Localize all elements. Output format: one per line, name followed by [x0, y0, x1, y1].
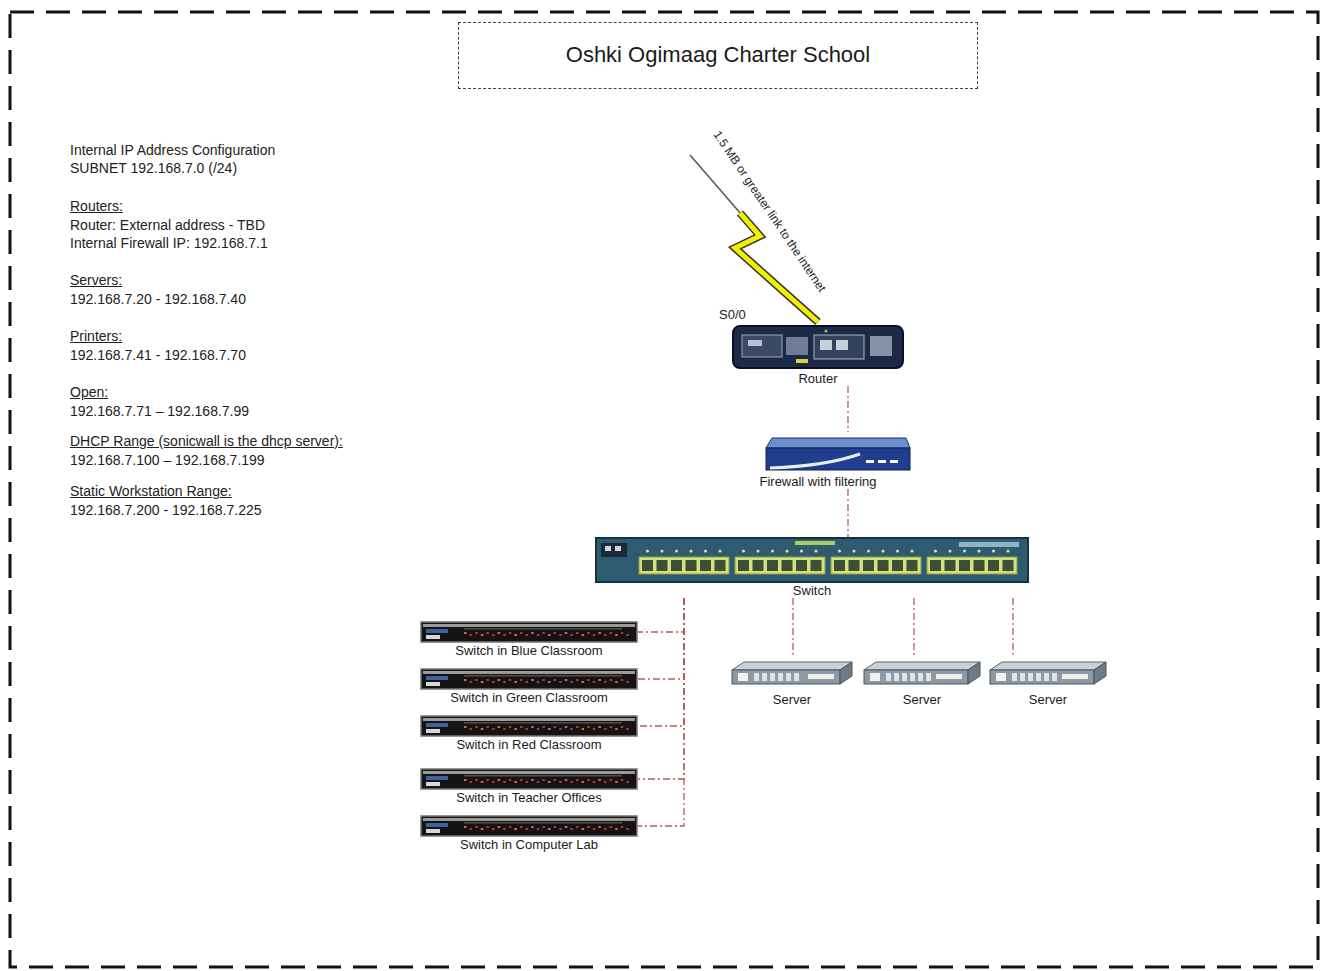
- address-note: Internal Firewall IP: 192.168.7.1: [70, 235, 268, 252]
- device-label-row: Switch in Red Classroom: [420, 737, 638, 752]
- network-link: [638, 598, 684, 726]
- network-link: [638, 598, 684, 632]
- device-label-row: Server: [860, 692, 984, 707]
- device-label-row: Switch in Computer Lab: [420, 837, 638, 852]
- small-icon: [420, 768, 638, 790]
- address-note: 192.168.7.100 – 192.168.7.199: [70, 452, 265, 469]
- router-icon: [730, 323, 906, 371]
- section-heading: Open:: [70, 384, 108, 401]
- address-note: 192.168.7.20 - 192.168.7.40: [70, 291, 246, 308]
- diagram-title: Oshki Ogimaag Charter School: [459, 23, 977, 87]
- device-label: Server: [901, 692, 943, 707]
- device-label-row: Switch: [595, 583, 1029, 598]
- small-icon: [420, 815, 638, 837]
- device-label-row: Firewall with filtering: [718, 474, 918, 489]
- network-link: [847, 489, 848, 537]
- address-note: SUBNET 192.168.7.0 (/24): [70, 160, 237, 177]
- section-heading: Static Workstation Range:: [70, 483, 232, 500]
- device-label-row: Switch in Teacher Offices: [420, 790, 638, 805]
- device-label-row: Router: [730, 371, 906, 386]
- network-link: [638, 598, 684, 826]
- device-label-row: Switch in Blue Classroom: [420, 643, 638, 658]
- device-label: Switch in Blue Classroom: [453, 643, 604, 658]
- sw-icon: [595, 537, 1029, 583]
- address-note: S0/0: [719, 307, 746, 323]
- server-icon: [860, 656, 984, 692]
- section-heading: Servers:: [70, 272, 122, 289]
- section-heading: Printers:: [70, 328, 122, 345]
- office-switch: Switch in Teacher Offices: [420, 768, 638, 805]
- classroom-switch: Switch in Red Classroom: [420, 715, 638, 752]
- classroom-switch: Switch in Blue Classroom: [420, 621, 638, 658]
- core-switch: Switch: [595, 537, 1029, 598]
- address-note: Internal IP Address Configuration: [70, 142, 275, 159]
- classroom-switch: Switch in Green Classroom: [420, 668, 638, 705]
- address-note: 192.168.7.71 – 192.168.7.99: [70, 403, 249, 420]
- device-label: Switch in Red Classroom: [454, 737, 603, 752]
- small-icon: [420, 715, 638, 737]
- server-device: Server: [860, 656, 984, 707]
- device-label: Server: [1027, 692, 1069, 707]
- server-icon: [986, 656, 1110, 692]
- network-link: [638, 598, 684, 779]
- device-label: Switch in Computer Lab: [458, 837, 600, 852]
- network-link: [847, 386, 848, 432]
- address-note: Router: External address - TBD: [70, 217, 265, 234]
- device-label: Switch in Teacher Offices: [454, 790, 603, 805]
- small-icon: [420, 668, 638, 690]
- network-link: [913, 598, 914, 656]
- device-label-row: Server: [986, 692, 1110, 707]
- small-icon: [420, 621, 638, 643]
- lab-switch: Switch in Computer Lab: [420, 815, 638, 852]
- device-label: Server: [771, 692, 813, 707]
- device-label: Firewall with filtering: [757, 474, 878, 489]
- network-link: [638, 598, 684, 679]
- device-label-row: Switch in Green Classroom: [420, 690, 638, 705]
- firewall-icon: [718, 432, 918, 474]
- server-device: Server: [986, 656, 1110, 707]
- network-link: [1012, 598, 1013, 656]
- address-note: 192.168.7.41 - 192.168.7.70: [70, 347, 246, 364]
- section-heading: Routers:: [70, 198, 123, 215]
- address-note: 192.168.7.200 - 192.168.7.225: [70, 502, 262, 519]
- network-link: [792, 598, 793, 656]
- device-label: Router: [796, 371, 839, 386]
- title-box: Oshki Ogimaag Charter School: [458, 22, 978, 89]
- device-label: Switch: [791, 583, 833, 598]
- device-label-row: Server: [728, 692, 856, 707]
- section-heading: DHCP Range (sonicwall is the dhcp server…: [70, 433, 343, 450]
- device-label: Switch in Green Classroom: [448, 690, 610, 705]
- link-label: 1.5 MB or greater link to the internet: [710, 128, 829, 295]
- router-device: Router: [730, 323, 906, 386]
- server-icon: [728, 656, 856, 692]
- firewall-device: Firewall with filtering: [718, 432, 918, 489]
- server-device: Server: [728, 656, 856, 707]
- page-border: [10, 12, 1318, 967]
